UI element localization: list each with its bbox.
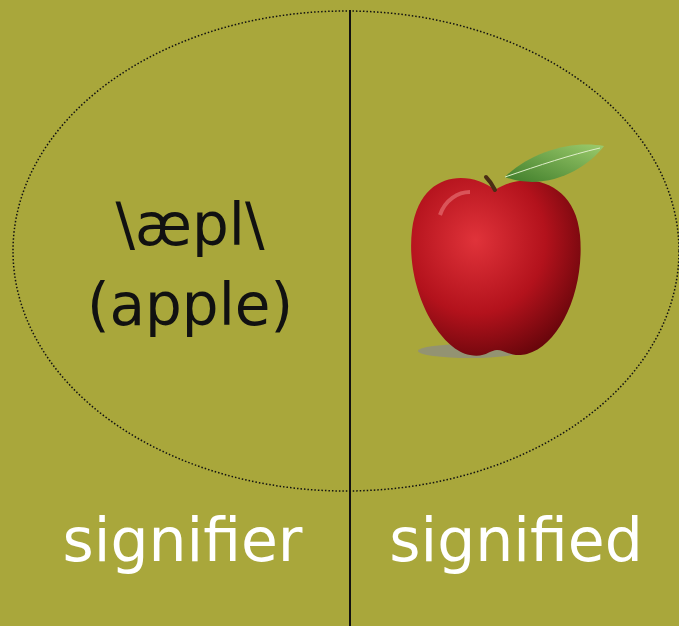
word-text: (apple)	[87, 265, 293, 345]
divider-line	[349, 10, 351, 626]
apple-highlight	[440, 192, 470, 215]
signifier-ellipse: \æpl\(apple)	[12, 10, 679, 492]
signifier-label: signifier	[20, 500, 345, 580]
signified-label: signified	[355, 500, 677, 580]
leaf-vein	[505, 148, 600, 177]
ellipse-outline	[12, 10, 679, 492]
node-text-group: \æpl\(apple)	[12, 185, 368, 345]
phonetic-text: \æpl\	[116, 185, 265, 265]
dotted-ellipse	[13, 11, 679, 491]
apple-stem	[486, 177, 495, 190]
apple-body	[411, 178, 581, 356]
apple-leaf	[505, 144, 604, 181]
